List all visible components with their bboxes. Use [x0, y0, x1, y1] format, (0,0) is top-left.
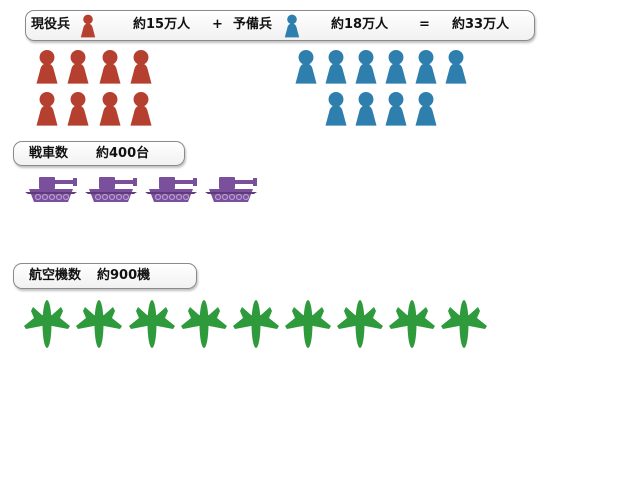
active-soldier-icon: [67, 91, 89, 126]
aircraft-label: 航空機数: [29, 268, 82, 283]
airplane-icon: [129, 300, 175, 348]
airplane-icon: [337, 300, 383, 348]
reserve-soldier-icon: [355, 49, 377, 84]
aircraft-label-box: [13, 263, 197, 289]
troops-summary-bar: [25, 10, 535, 41]
airplane-icon: [389, 300, 435, 348]
tank-icon: [25, 177, 77, 202]
reserve-value: 約18万人: [331, 17, 389, 32]
tank-icon: [85, 177, 137, 202]
active-soldier-icon: [99, 91, 121, 126]
airplane-icon: [285, 300, 331, 348]
reserve-soldier-icon: [295, 49, 317, 84]
reserve-soldier-icon: [325, 49, 347, 84]
active-soldier-icon: [67, 49, 89, 84]
tanks-label: 戦車数: [29, 146, 69, 161]
active-label: 現役兵: [31, 17, 71, 32]
total-value: 約33万人: [452, 17, 510, 32]
equals-sign: =: [419, 17, 430, 32]
reserve-soldier-icon: [325, 91, 347, 126]
reserve-soldier-icon: [385, 91, 407, 126]
reserve-soldier-icon: [385, 49, 407, 84]
airplane-icon: [24, 300, 70, 348]
active-soldier-icon: [130, 91, 152, 126]
active-soldier-icon: [130, 49, 152, 84]
airplane-icon: [76, 300, 122, 348]
tanks-value: 約400台: [96, 146, 150, 161]
reserve-soldier-icon: [445, 49, 467, 84]
reserve-label: 予備兵: [233, 17, 273, 32]
airplane-icon: [233, 300, 279, 348]
reserve-soldier-icon: [415, 91, 437, 126]
airplane-icon: [181, 300, 227, 348]
reserve-soldier-legend-icon: [284, 14, 300, 38]
reserve-soldier-icon: [415, 49, 437, 84]
airplane-icon: [441, 300, 487, 348]
active-soldier-icon: [99, 49, 121, 84]
tanks-label-box: [13, 141, 185, 166]
active-soldier-icon: [36, 91, 58, 126]
plus-sign: +: [212, 17, 223, 32]
active-soldier-icon: [36, 49, 58, 84]
active-soldier-legend-icon: [80, 14, 96, 38]
tank-icon: [205, 177, 257, 202]
reserve-soldier-icon: [355, 91, 377, 126]
aircraft-value: 約900機: [97, 268, 151, 283]
active-value: 約15万人: [133, 17, 191, 32]
tank-icon: [145, 177, 197, 202]
